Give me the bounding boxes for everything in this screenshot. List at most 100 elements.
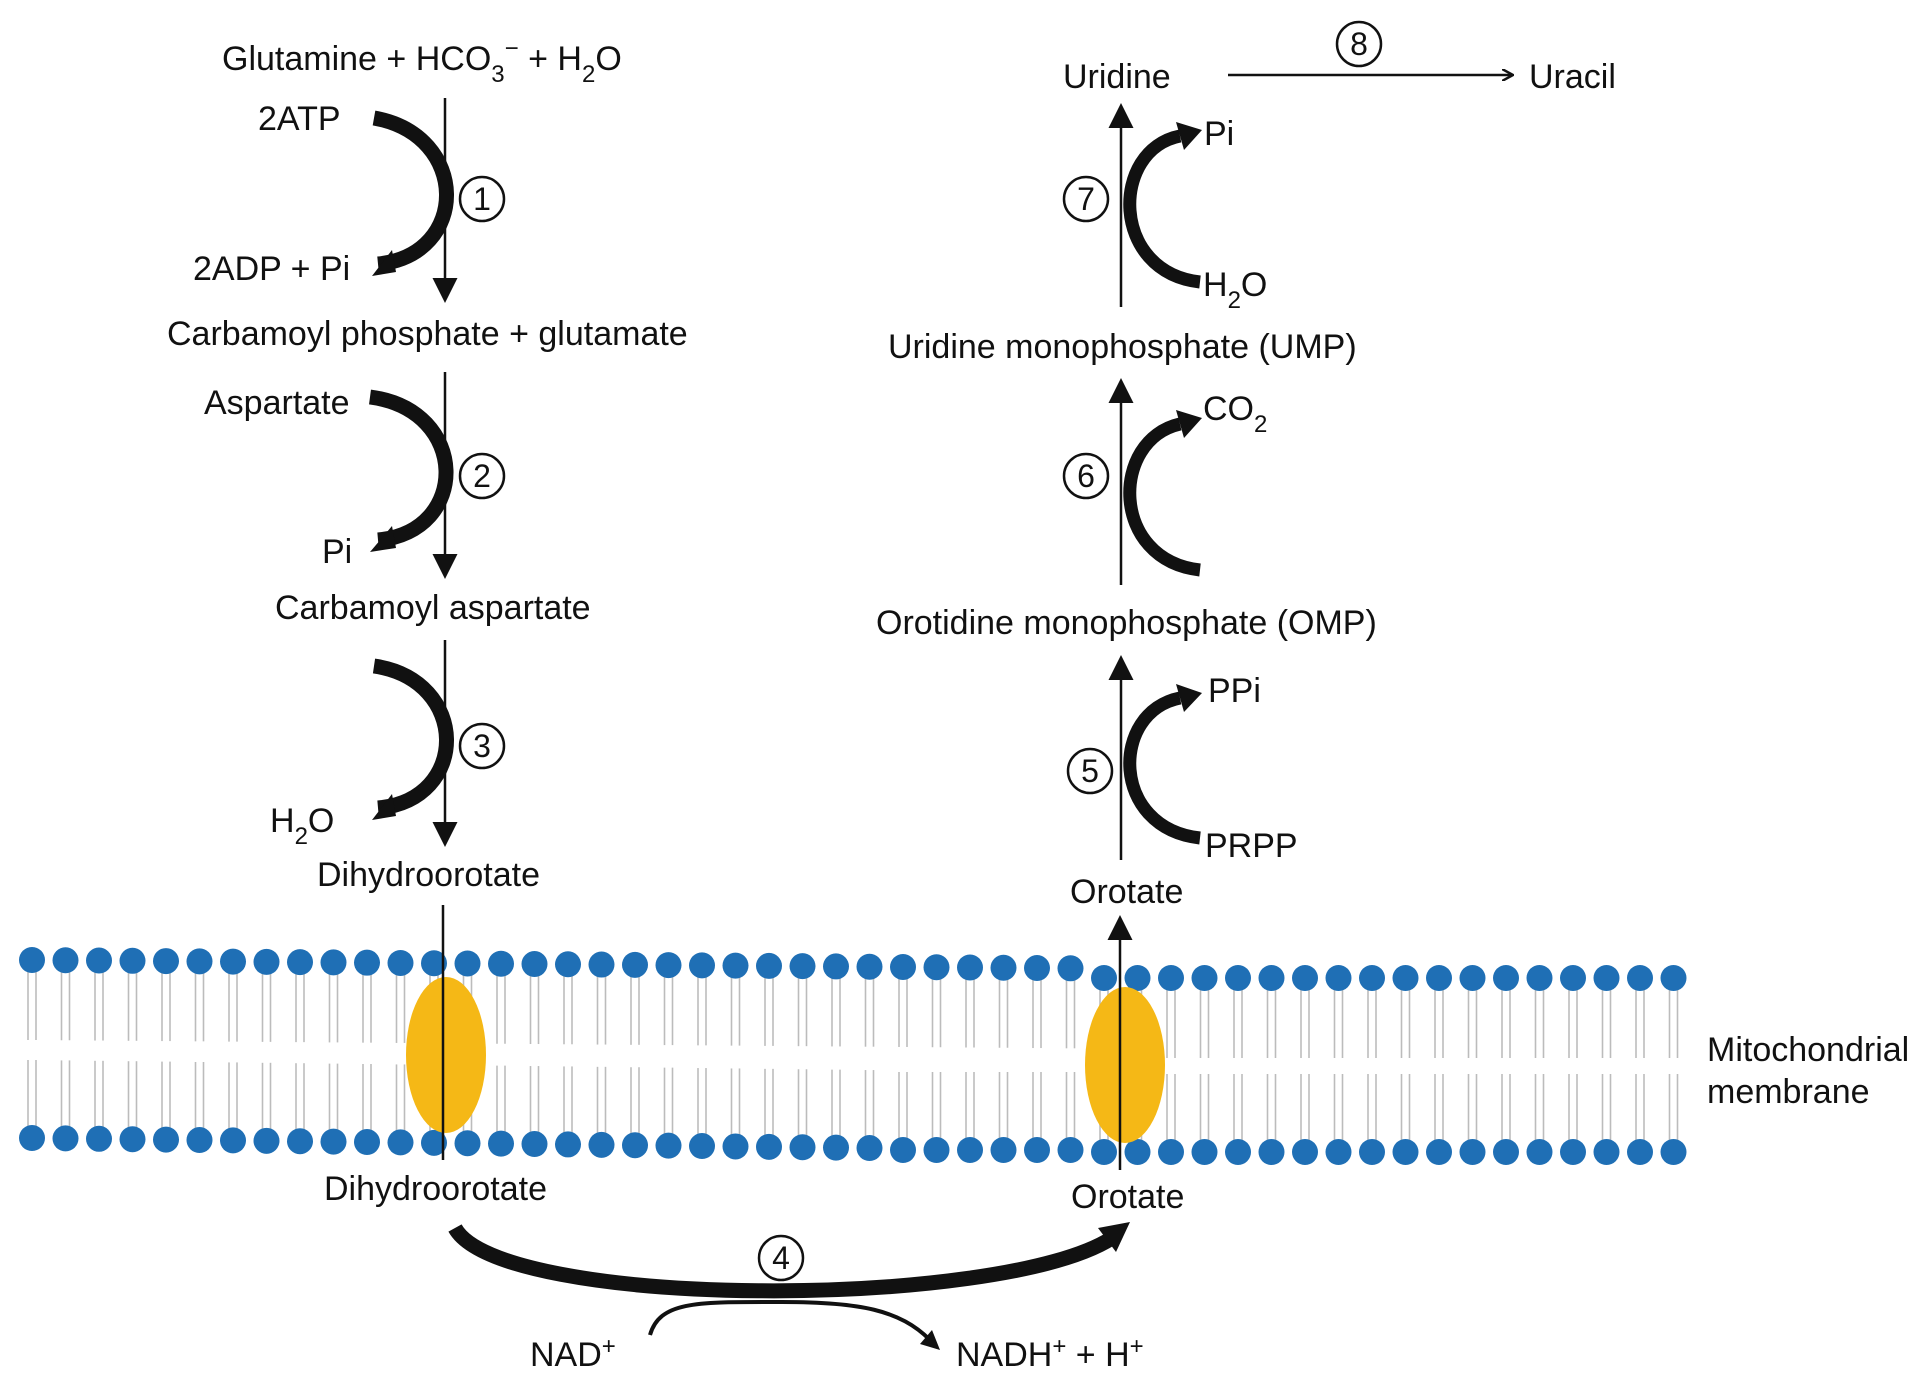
label-omp: Orotidine monophosphate (OMP) [876,604,1377,642]
lipid-head [1091,965,1117,991]
lipid-head [1627,965,1653,991]
step-6: 6 [1062,452,1110,500]
step-7: 7 [1062,175,1110,223]
lipid-head [957,1137,983,1163]
lipid-head [86,1125,112,1152]
step-1: 1 [458,175,506,223]
label-pi-step2: Pi [322,533,352,571]
label-ppi: PPi [1208,672,1261,710]
lipid-head [1627,1139,1653,1165]
step-2: 2 [458,452,506,500]
lipid-head [588,951,615,978]
lipid-head [119,1126,146,1153]
step6-side-arc [1123,417,1201,577]
label-nad: NAD+ [530,1333,616,1374]
lipid-head [756,1133,782,1160]
lipid-head [287,1128,313,1155]
lipid-head [1124,1139,1151,1165]
label-pi-step7: Pi [1204,115,1234,153]
lipid-head [1258,965,1285,991]
label-nadh: NADH+ + H+ [956,1333,1144,1374]
lipid-head [1057,1137,1084,1163]
lipid-head [320,949,347,976]
lipid-head [823,953,849,980]
lipid-head [856,1135,883,1162]
lipid-head [119,947,146,974]
lipid-head [722,1133,749,1160]
label-orotate-bottom: Orotate [1071,1178,1184,1216]
label-membrane-line1: Mitochondrial [1707,1031,1909,1069]
label-co2: CO2 [1203,390,1267,438]
lipid-head [1560,965,1586,991]
lipid-head [789,1134,816,1161]
transporter-right [1085,987,1165,1143]
step7-side-arc [1123,129,1201,289]
label-uracil: Uracil [1529,58,1616,96]
lipid-head [756,952,782,979]
step2-side-arc [368,389,454,548]
lipid-head [253,1127,280,1154]
lipid-head [421,1129,447,1156]
mitochondrial-membrane [19,947,1687,1165]
lipid-heads [19,947,1687,1165]
lipid-head [1292,965,1318,991]
lipid-head [1359,965,1385,991]
label-orotate-top: Orotate [1070,873,1183,911]
lipid-head [488,950,514,977]
label-prpp: PRPP [1205,827,1298,865]
lipid-head [1593,1139,1620,1165]
lipid-head [1024,955,1050,982]
svg-text:1: 1 [473,181,491,217]
lipid-head [1191,1139,1218,1165]
svg-text:7: 7 [1077,181,1095,217]
lipid-head [1191,965,1218,991]
lipid-head [454,950,481,977]
label-h2o-step7: H2O [1203,266,1267,314]
step-5: 5 [1066,747,1114,795]
lipid-head [52,947,79,974]
lipid-head [153,1126,179,1153]
lipid-head [220,948,246,975]
svg-text:4: 4 [772,1240,790,1276]
lipid-head [622,951,648,978]
lipid-head [1392,1139,1419,1165]
lipid-head [1124,965,1151,991]
lipid-head [890,953,916,980]
lipid-head [1660,1139,1687,1165]
lipid-head [1225,965,1251,991]
lipid-head [689,952,715,979]
lipid-head [1526,965,1553,991]
lipid-head [1459,965,1486,991]
lipid-head [253,948,280,975]
transporter-left [406,977,486,1133]
step-8: 8 [1335,20,1383,68]
lipid-head [1593,965,1620,991]
lipid-head [856,953,883,980]
lipid-head [1526,1139,1553,1165]
lipid-head [1459,1139,1486,1165]
lipid-head [1091,1139,1117,1165]
lipid-head [421,950,447,977]
lipid-head [153,948,179,975]
label-uridine: Uridine [1063,58,1171,96]
lipid-head [186,948,213,975]
lipid-head [454,1130,481,1157]
lipid-head [521,1131,548,1158]
lipid-head [387,1129,414,1156]
lipid-head [622,1132,648,1159]
step4-cofactor-arrowhead [920,1330,940,1350]
label-dihydroorotate-bottom: Dihydroorotate [324,1170,547,1208]
step-4: 4 [757,1234,805,1282]
lipid-head [1660,965,1687,991]
lipid-head [354,1129,380,1156]
lipid-head [1426,965,1452,991]
lipid-head [555,951,581,978]
lipid-head [320,1128,347,1155]
step5-side-arc [1123,691,1201,845]
step7-side-arrowhead [1176,122,1202,150]
lipid-head [52,1125,79,1152]
label-ump: Uridine monophosphate (UMP) [888,328,1357,366]
svg-text:8: 8 [1350,26,1368,62]
label-membrane-line2: membrane [1707,1073,1870,1111]
label-aspartate: Aspartate [204,384,350,422]
